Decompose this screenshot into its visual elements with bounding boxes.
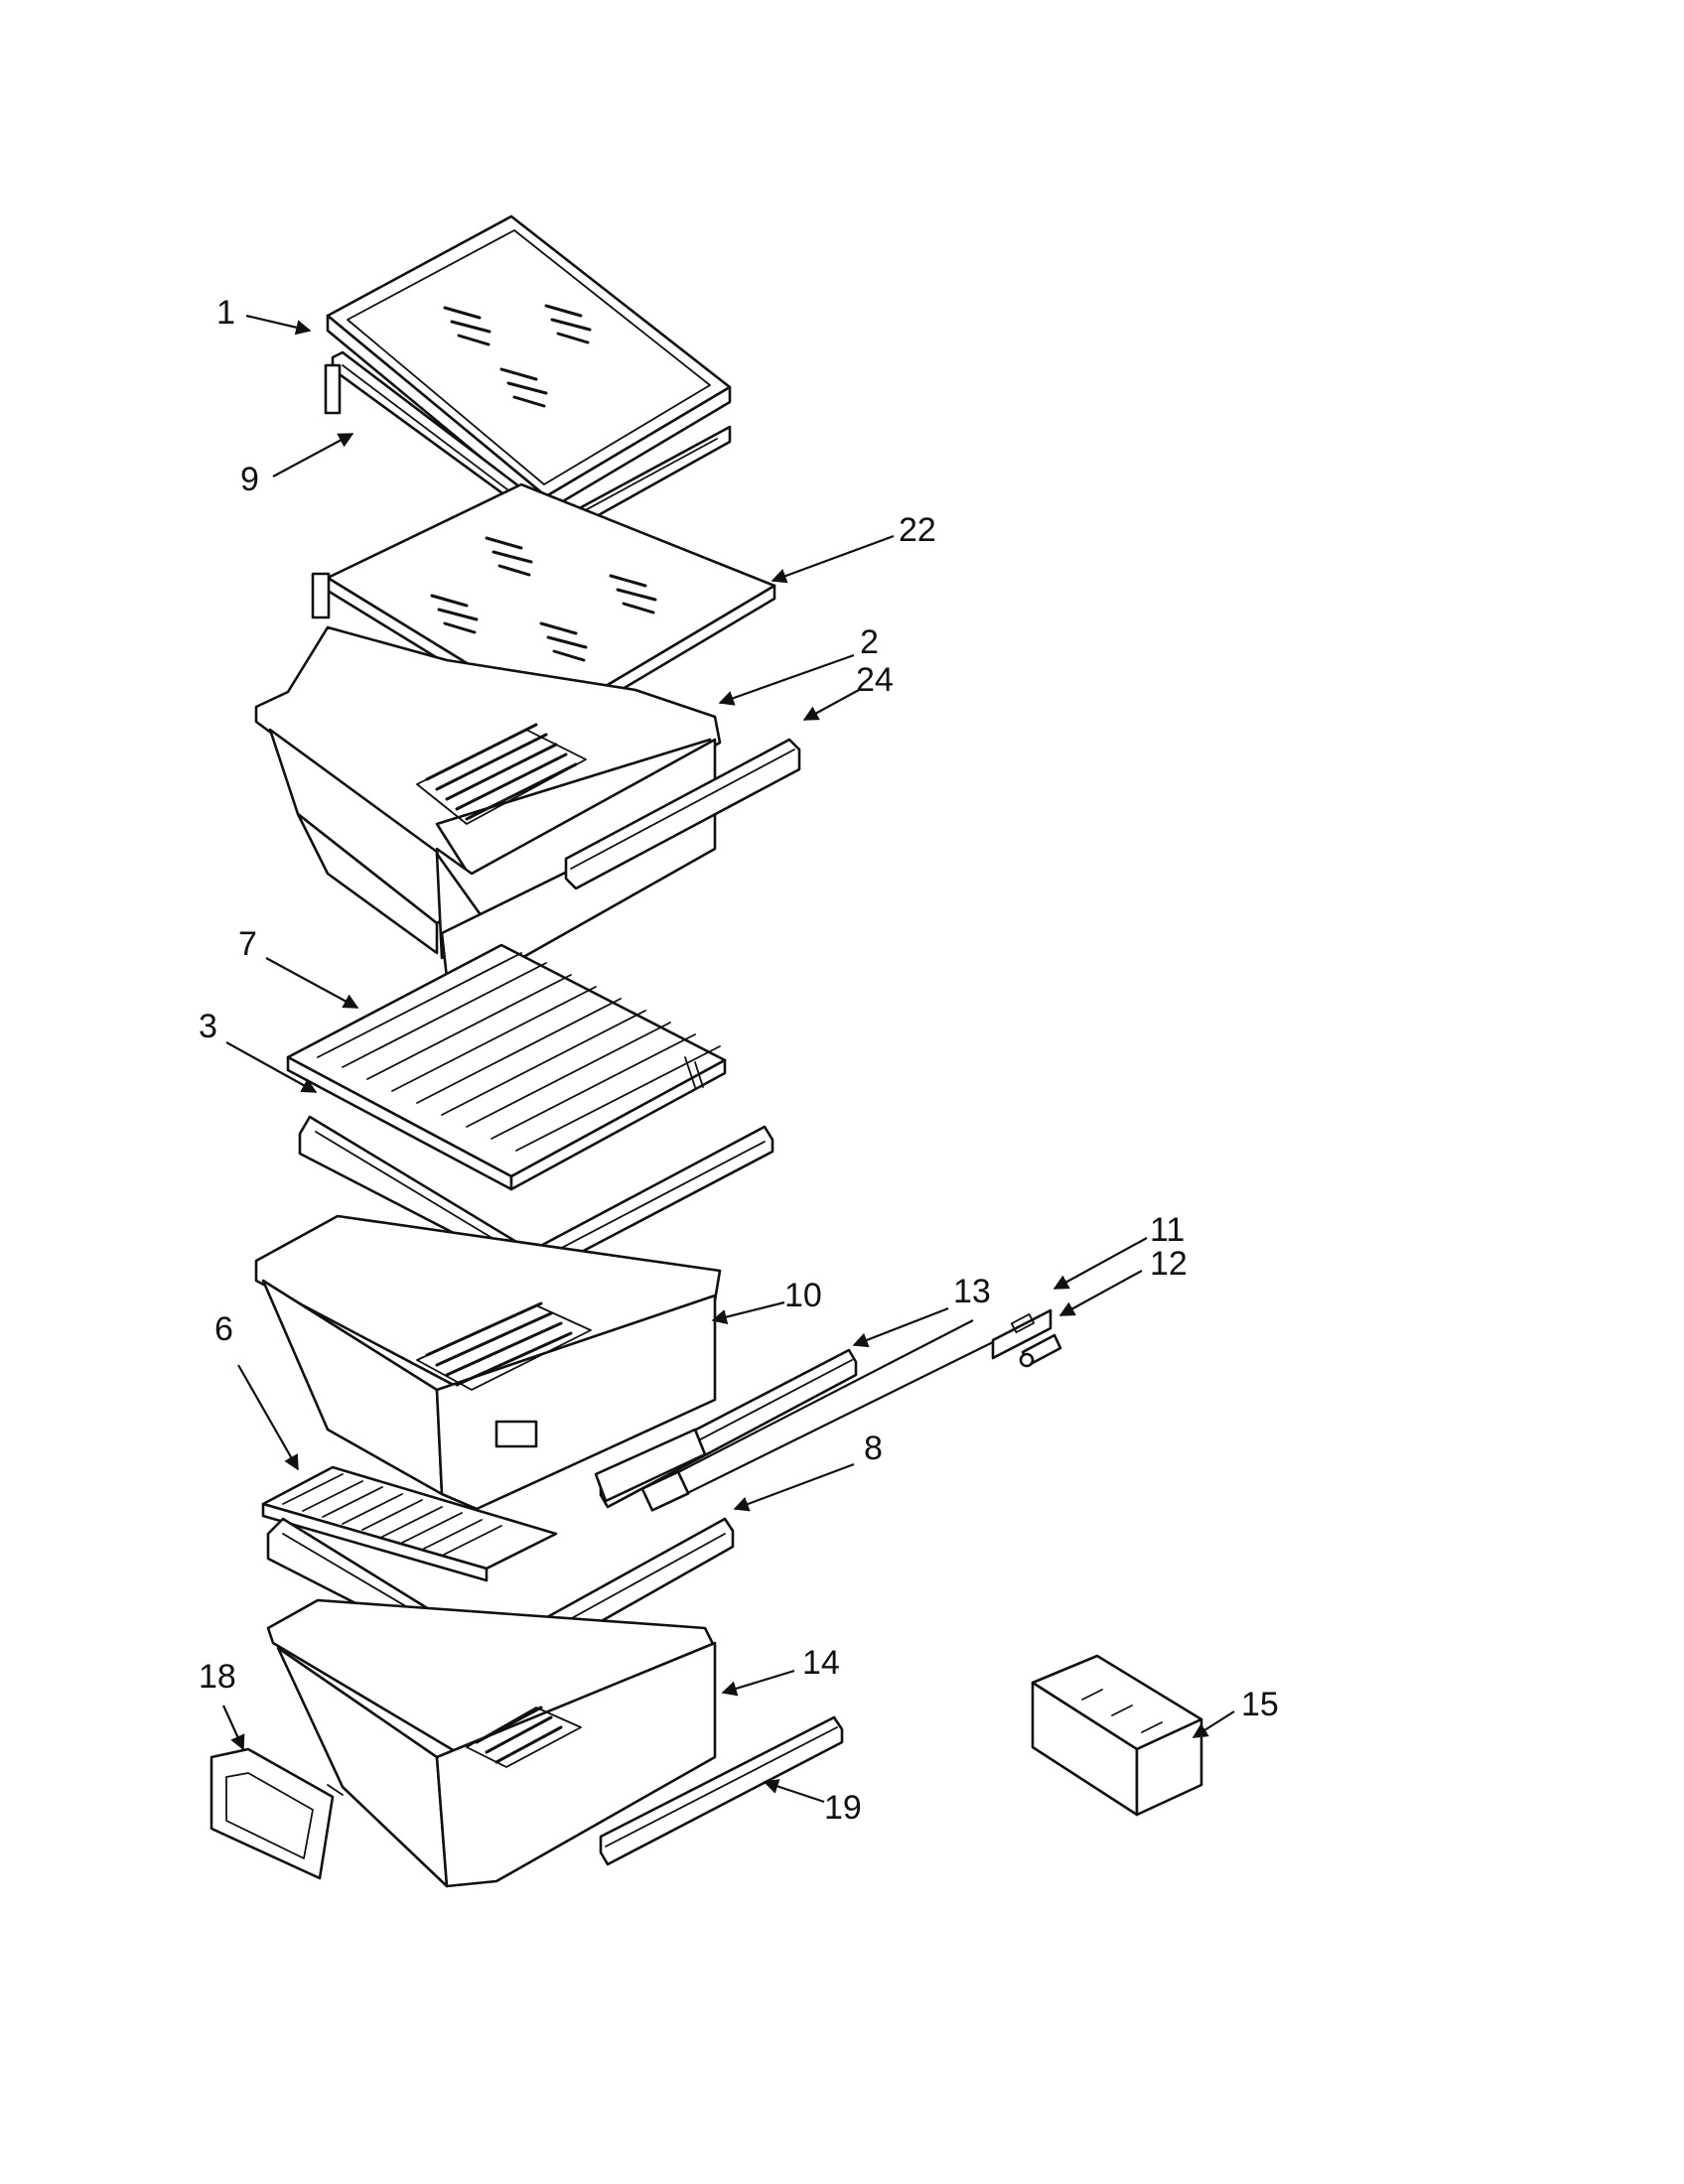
leader-2 bbox=[718, 653, 855, 706]
callout-11: 11 bbox=[1150, 1211, 1185, 1249]
tray-part-15 bbox=[1031, 1654, 1203, 1817]
glass-shelf-part-1 bbox=[326, 214, 732, 513]
callout-2: 2 bbox=[860, 623, 879, 661]
leader-9 bbox=[272, 433, 354, 478]
leader-18 bbox=[221, 1705, 245, 1751]
leader-7 bbox=[265, 957, 359, 1009]
callout-6: 6 bbox=[214, 1310, 233, 1348]
callout-7: 7 bbox=[238, 925, 257, 963]
badge-part-18 bbox=[210, 1747, 344, 1880]
callout-22: 22 bbox=[899, 511, 936, 549]
leader-22 bbox=[771, 534, 895, 584]
callout-1: 1 bbox=[216, 294, 235, 332]
leader-13 bbox=[852, 1306, 949, 1348]
crisper-drawer-part-10 bbox=[254, 1214, 722, 1511]
callout-14: 14 bbox=[802, 1644, 840, 1682]
leader-10 bbox=[711, 1300, 785, 1325]
callout-12: 12 bbox=[1150, 1245, 1188, 1283]
callout-15: 15 bbox=[1241, 1686, 1279, 1723]
crisper-cover-part-6 bbox=[261, 1465, 558, 1582]
leader-19 bbox=[763, 1779, 825, 1804]
callout-labels: 1 9 22 2 24 7 3 10 13 11 12 6 8 18 14 19… bbox=[199, 294, 1279, 1827]
callout-10: 10 bbox=[784, 1277, 822, 1314]
humidity-slider-part-12 bbox=[1019, 1333, 1062, 1368]
leader-12 bbox=[1058, 1270, 1143, 1316]
leader-11 bbox=[1052, 1237, 1148, 1290]
leader-lines bbox=[221, 314, 1235, 1804]
drawer-handle-part-19 bbox=[599, 1715, 844, 1866]
callout-9: 9 bbox=[240, 461, 259, 498]
callout-19: 19 bbox=[824, 1789, 862, 1827]
leader-15 bbox=[1192, 1710, 1235, 1738]
callout-3: 3 bbox=[199, 1008, 217, 1045]
leader-8 bbox=[733, 1462, 855, 1512]
leader-24 bbox=[802, 689, 860, 721]
leader-14 bbox=[721, 1669, 795, 1697]
leader-3 bbox=[225, 1041, 318, 1093]
drawer-handle-part-24 bbox=[564, 738, 801, 890]
callout-13: 13 bbox=[953, 1273, 991, 1310]
leader-6 bbox=[237, 1364, 299, 1471]
callout-24: 24 bbox=[856, 661, 894, 699]
callout-18: 18 bbox=[199, 1658, 236, 1696]
callout-8: 8 bbox=[864, 1430, 883, 1467]
crisper-drawer-part-2 bbox=[254, 625, 722, 980]
humidity-control-part-11 bbox=[991, 1308, 1052, 1360]
crisper-cover-part-7 bbox=[286, 943, 727, 1191]
leader-1 bbox=[245, 314, 312, 336]
crisper-drawer-part-14 bbox=[266, 1598, 717, 1888]
